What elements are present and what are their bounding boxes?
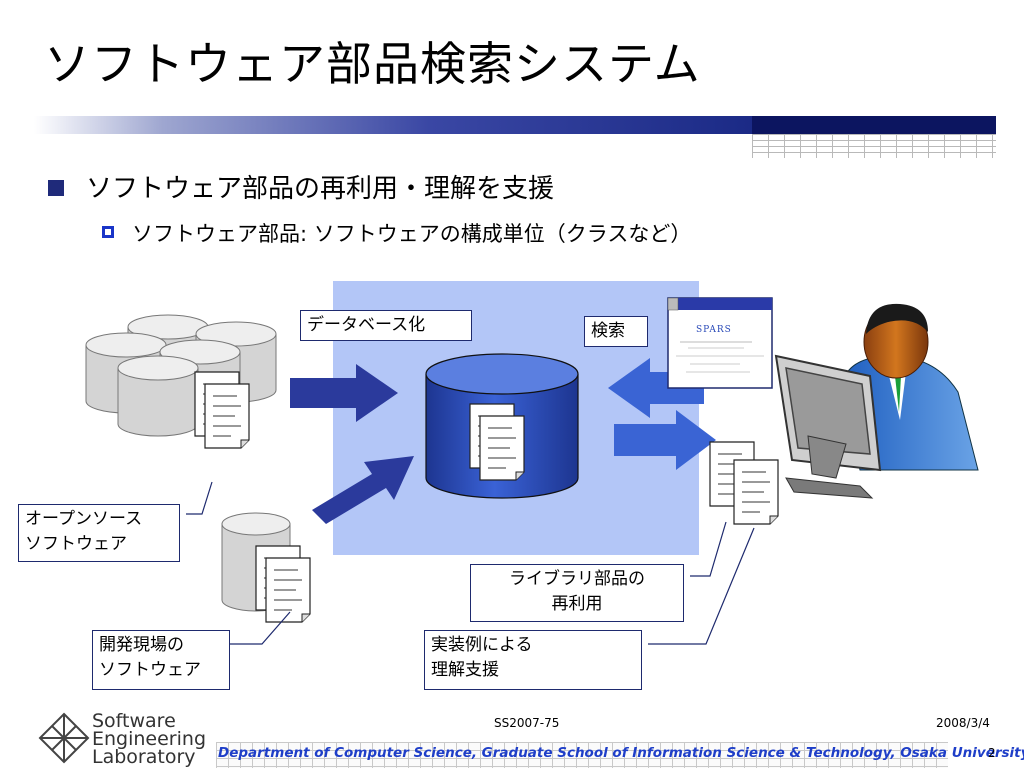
connector-understanding — [648, 527, 755, 645]
arrow-dev-site-to-db — [312, 456, 414, 524]
label-understanding: 実装例による 理解支援 — [424, 630, 642, 690]
spars-logo-text: SPARS — [696, 325, 732, 335]
sel-logo-line3: Laboratory — [92, 746, 196, 768]
label-dev-site: 開発現場の ソフトウェア — [92, 630, 230, 690]
label-open-source-line2: ソフトウェア — [25, 534, 127, 554]
arrow-db-to-result — [614, 410, 716, 470]
connector-open-source — [186, 481, 213, 515]
label-open-source: オープンソース ソフトウェア — [18, 504, 180, 562]
bullet-level2: ソフトウェア部品: ソフトウェアの構成単位（クラスなど） — [132, 222, 692, 246]
sel-logo-icon — [38, 712, 90, 764]
sel-logo-line1: Software — [92, 710, 176, 732]
title-underline-bar — [34, 116, 752, 134]
central-database — [425, 353, 579, 499]
footer-bar — [216, 742, 948, 768]
label-understanding-line1: 実装例による — [431, 635, 533, 655]
label-understanding-line2: 理解支援 — [431, 660, 499, 680]
spars-window: SPARS — [667, 297, 773, 389]
label-open-source-line1: オープンソース — [25, 509, 143, 529]
label-dev-site-line1: 開発現場の — [99, 635, 184, 655]
open-source-databases — [85, 314, 277, 449]
bullet-level1: ソフトウェア部品の再利用・理解を支援 — [86, 174, 555, 204]
department-text: Department of Computer Science, Graduate… — [218, 745, 1024, 761]
title-underline-dark — [752, 116, 996, 134]
label-dev-site-line2: ソフトウェア — [99, 660, 201, 680]
bullet-square-icon — [48, 180, 64, 196]
title-decor-grid — [752, 134, 996, 158]
connector-dev-site — [230, 611, 291, 645]
event-code: SS2007-75 — [494, 716, 560, 730]
sel-logo-text: Software Engineering Laboratory — [92, 710, 206, 768]
page-number: 2 — [988, 746, 996, 760]
result-documents — [709, 441, 779, 525]
slide-title: ソフトウェア部品検索システム — [44, 37, 701, 91]
label-search: 検索 — [584, 316, 648, 347]
label-library-reuse: ライブラリ部品の 再利用 — [470, 564, 684, 622]
connector-library-reuse — [690, 521, 727, 577]
sel-logo-line2: Engineering — [92, 728, 206, 750]
user-at-computer — [774, 303, 979, 499]
slide-date: 2008/3/4 — [936, 716, 990, 730]
label-database: データベース化 — [300, 310, 472, 341]
dev-site-database — [221, 512, 311, 623]
bullet-hollow-square-icon — [102, 226, 114, 238]
label-library-reuse-line2: 再利用 — [551, 594, 603, 614]
arrow-open-source-to-db — [290, 364, 398, 422]
label-library-reuse-line1: ライブラリ部品の — [509, 569, 645, 589]
